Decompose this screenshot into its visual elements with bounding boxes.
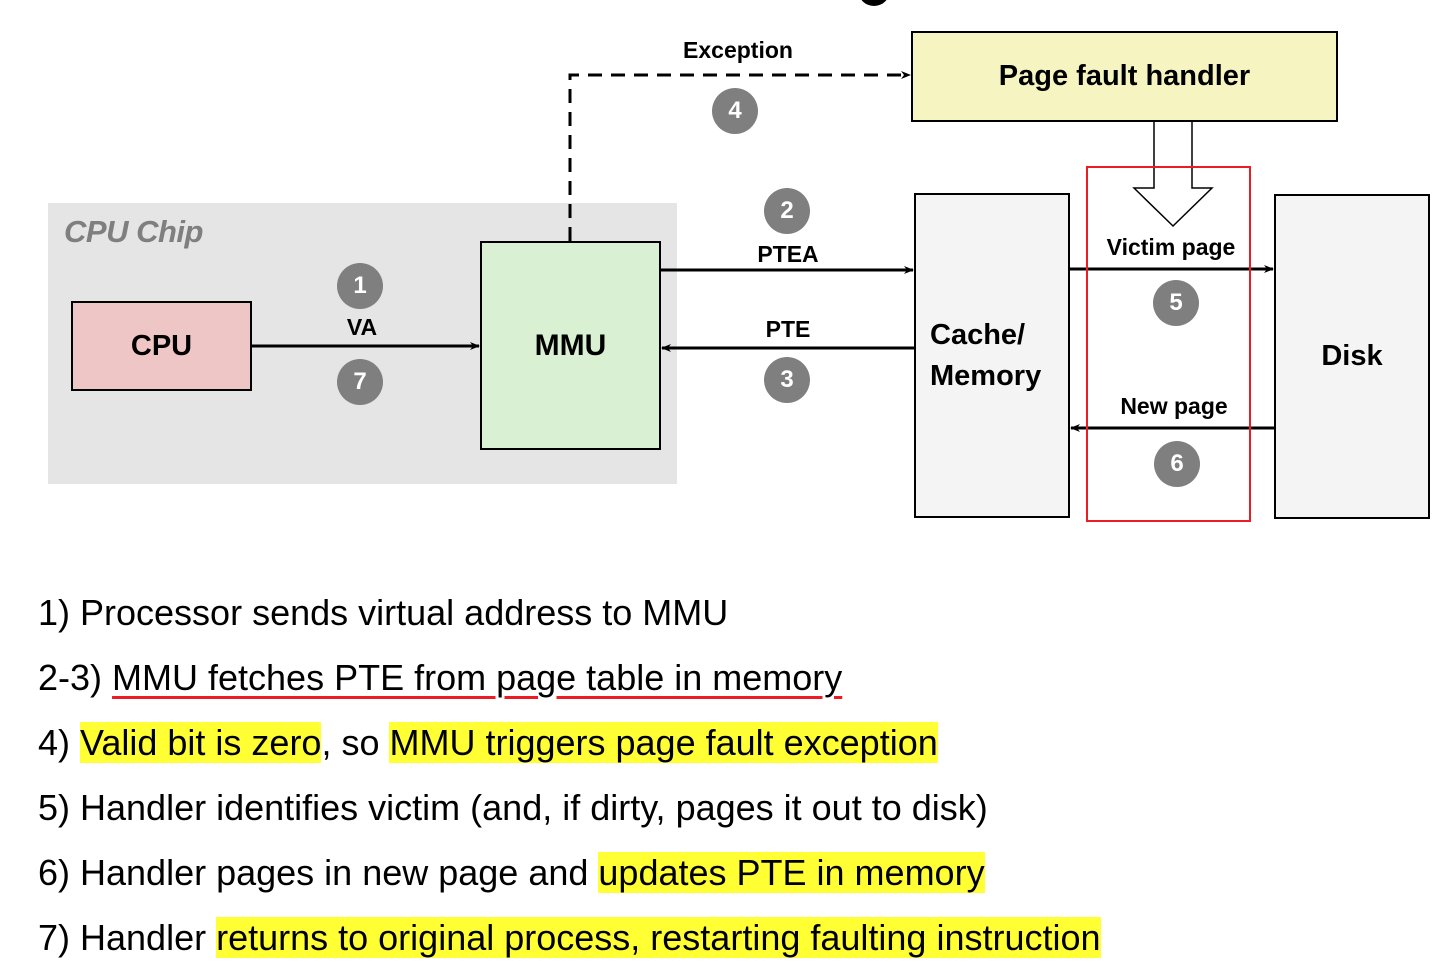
step-text: Handler pages in new page and — [80, 852, 599, 893]
cpu-box: CPU — [71, 301, 252, 391]
step-number: 7) — [38, 917, 81, 958]
step-text: , so — [321, 722, 390, 763]
step-item: 5) Handler identifies victim (and, if di… — [38, 775, 1101, 840]
ptea-label: PTEA — [757, 241, 819, 267]
step-item: 2-3) MMU fetches PTE from page table in … — [38, 645, 1101, 710]
step-item: 7) Handler returns to original process, … — [38, 905, 1101, 970]
new-page-label: New page — [1120, 393, 1228, 419]
highlighted-text: Valid bit is zero — [80, 722, 322, 763]
step-badge-2: 2 — [764, 188, 810, 234]
step-number: 6) — [38, 852, 81, 893]
step-badge-4: 4 — [712, 88, 758, 134]
mmu-box: MMU — [480, 241, 661, 450]
title-fragment — [858, 0, 890, 6]
exception-label: Exception — [683, 37, 793, 63]
step-number: 5) — [38, 787, 81, 828]
step-item: 6) Handler pages in new page and updates… — [38, 840, 1101, 905]
page-fault-handler-label: Page fault handler — [998, 60, 1251, 92]
cpu-label: CPU — [130, 329, 193, 362]
paging-highlight-box — [1086, 166, 1251, 522]
highlighted-text: updates PTE in memory — [598, 852, 985, 893]
step-text: Handler identifies victim (and, if dirty… — [80, 787, 988, 828]
step-number: 1) — [38, 592, 81, 633]
page-fault-handler-box: Page fault handler — [911, 31, 1338, 122]
victim-page-label: Victim page — [1106, 234, 1236, 260]
step-list: 1) Processor sends virtual address to MM… — [38, 580, 1101, 970]
step-badge-1: 1 — [337, 263, 383, 309]
mmu-label: MMU — [534, 328, 607, 362]
cache-memory-box: Cache/ Memory — [914, 193, 1070, 518]
step-badge-5: 5 — [1153, 280, 1199, 326]
memory-label-line2: Memory — [930, 359, 1042, 392]
va-label: VA — [346, 314, 378, 340]
highlighted-text: MMU triggers page fault exception — [389, 722, 938, 763]
memory-label-line1: Cache/ — [930, 318, 1026, 351]
disk-label: Disk — [1321, 340, 1383, 372]
exception-arrow — [568, 71, 911, 241]
step-number: 2-3) — [38, 657, 113, 698]
step-badge-3: 3 — [764, 357, 810, 403]
cpu-chip-label: CPU Chip — [64, 214, 203, 249]
step-badge-7: 7 — [337, 359, 383, 405]
handler-block-arrow — [1132, 122, 1214, 228]
step-text: Processor sends virtual address to MMU — [80, 592, 729, 633]
step-number: 4) — [38, 722, 81, 763]
step-badge-6: 6 — [1154, 441, 1200, 487]
disk-box: Disk — [1274, 194, 1430, 519]
step-item: 1) Processor sends virtual address to MM… — [38, 580, 1101, 645]
step-text: Handler — [80, 917, 217, 958]
highlighted-text: returns to original process, restarting … — [216, 917, 1101, 958]
pte-label: PTE — [765, 316, 811, 342]
underlined-text: MMU fetches PTE from page table in memor… — [112, 657, 843, 698]
step-item: 4) Valid bit is zero, so MMU triggers pa… — [38, 710, 1101, 775]
